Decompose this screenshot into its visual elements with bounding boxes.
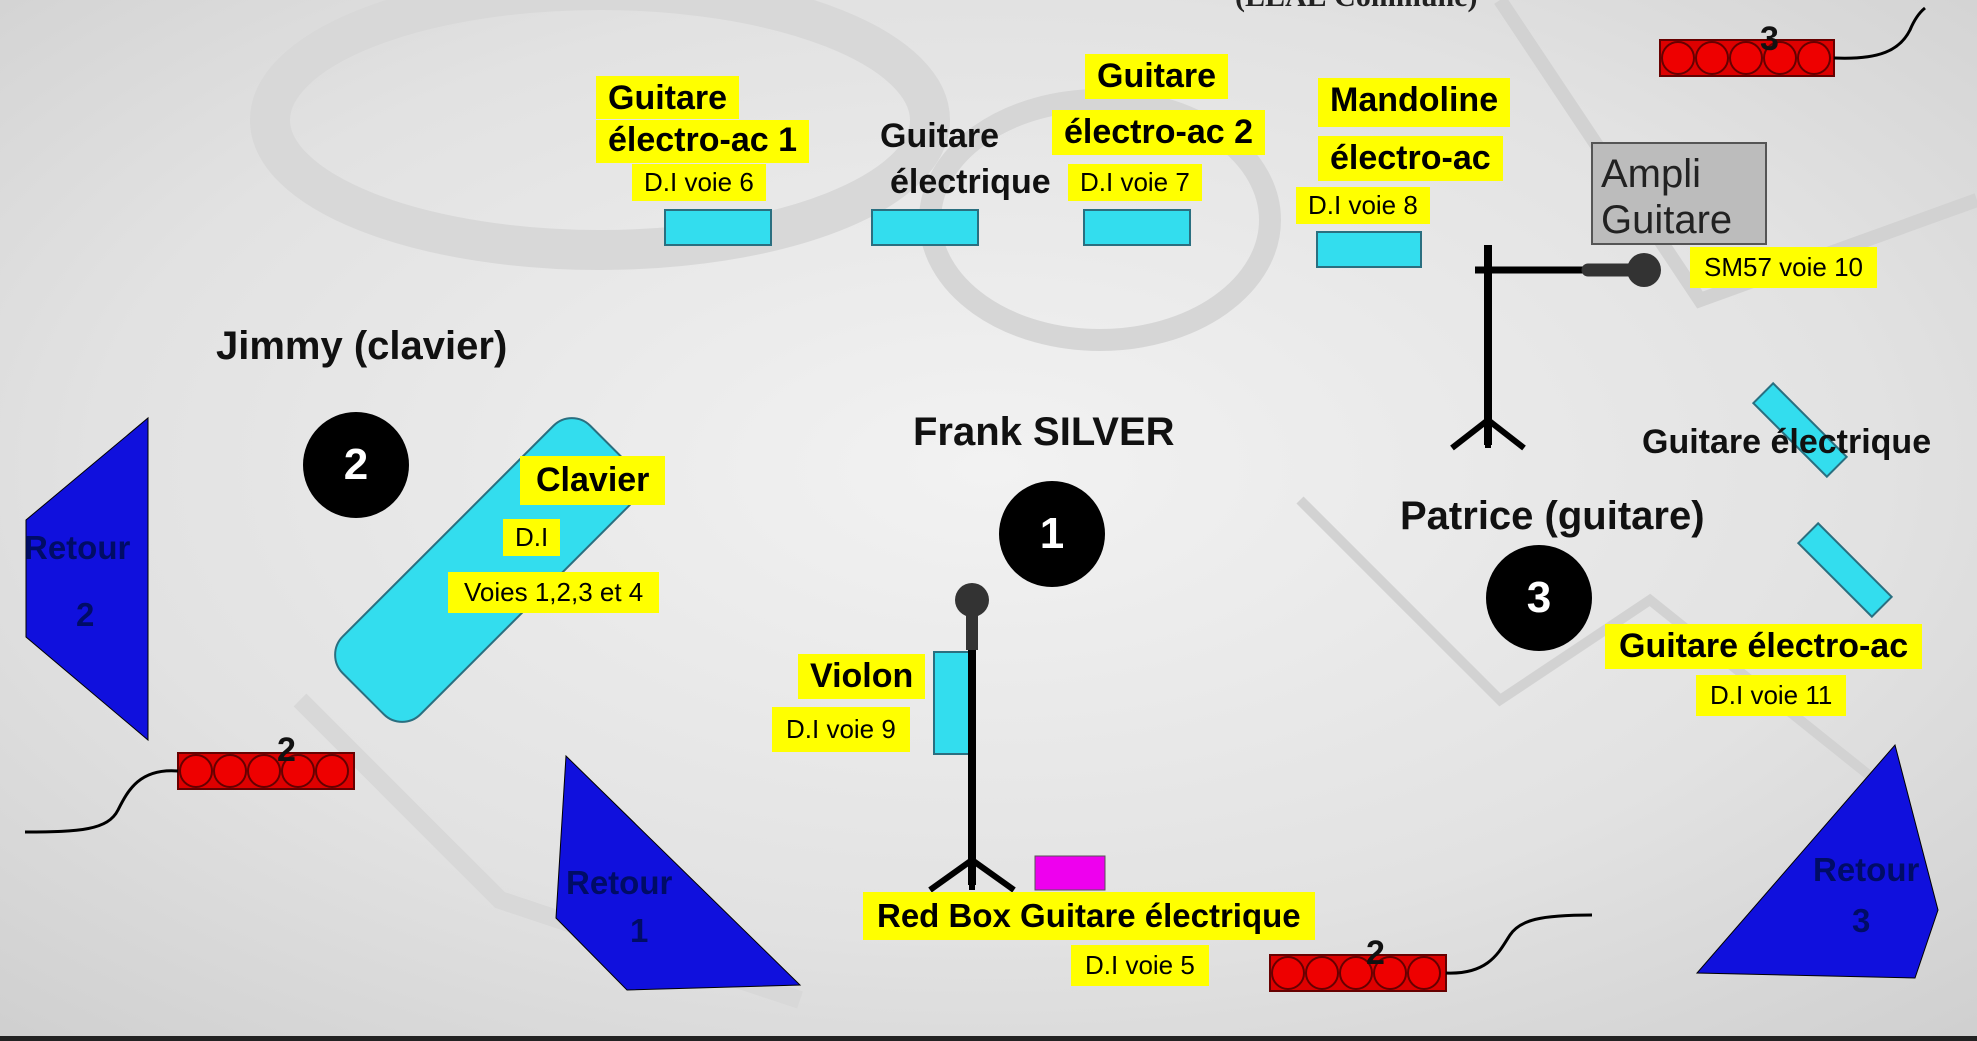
violon-di-label: D.I voie 9 [772, 707, 910, 752]
clavier-label: Clavier [520, 456, 666, 506]
snake-2-bottom-number: 2 [1366, 934, 1385, 972]
monitor-2-shape [25, 416, 149, 742]
clavier-di-label: D.I [503, 519, 561, 556]
mando-di-label: D.I voie 8 [1296, 187, 1430, 224]
ge-top-line2: électrique [890, 163, 1051, 201]
ga2-label-line2: électro-ac 2 [1052, 110, 1265, 156]
monitor-2-number: 2 [76, 596, 95, 633]
violon-label: Violon [798, 654, 926, 700]
header-fragment: (LLAE Commune) [1235, 0, 1478, 14]
musician-1-name: Frank SILVER [913, 410, 1175, 454]
di-box-ge-top [871, 209, 979, 246]
ge-top-line1: Guitare [880, 117, 1000, 155]
monitor-3-word: Retour [1813, 851, 1920, 888]
monitor-1-number: 1 [630, 912, 649, 949]
snake-2-bottom [1269, 913, 1593, 992]
monitor-2-word: Retour [24, 529, 131, 566]
monitor-1-shape [555, 754, 802, 991]
monitor-3-number: 3 [1852, 902, 1871, 939]
di-box-ga2 [1083, 209, 1191, 246]
monitor-1-word: Retour [566, 864, 673, 901]
ampli-box [1591, 142, 1767, 245]
musician-1-marker: 1 [999, 481, 1105, 587]
snake-3 [1659, 6, 1926, 77]
snake-2-left [24, 752, 355, 834]
mando-label-line2: électro-ac [1318, 136, 1503, 182]
ge-right-label: Guitare électrique [1642, 423, 1932, 461]
guitar-box-electrique [1751, 381, 1849, 479]
monitor-3-shape [1695, 743, 1939, 979]
snake-2-left-number: 2 [277, 731, 296, 769]
sm57-mic [1627, 253, 1661, 287]
di-box-ga1 [664, 209, 772, 246]
snake-3-number: 3 [1760, 20, 1779, 58]
ampli-line2: Guitare [1601, 198, 1733, 242]
musician-3-name: Patrice (guitare) [1400, 494, 1705, 538]
di-box-mando [1316, 231, 1422, 268]
mando-label-line1: Mandoline [1318, 78, 1511, 128]
ga1-label-line1: Guitare [596, 76, 740, 120]
musician-2-name: Jimmy (clavier) [216, 324, 508, 368]
clavier-voies-label: Voies 1,2,3 et 4 [448, 572, 660, 613]
redbox-label: Red Box Guitare électrique [863, 892, 1315, 941]
ga1-label-line2: électro-ac 1 [596, 120, 809, 164]
vocal-mic [955, 583, 989, 617]
bottom-border [0, 1036, 1977, 1041]
musician-3-marker: 3 [1486, 545, 1592, 651]
musician-2-marker: 2 [303, 412, 409, 518]
ga2-label-line1: Guitare [1085, 54, 1229, 100]
guitar-box-electro-ac [1796, 521, 1894, 619]
gea-right-di-label: D.I voie 11 [1696, 675, 1847, 716]
di-box-violon [933, 651, 971, 755]
gea-right-label: Guitare électro-ac [1605, 624, 1923, 670]
ampli-line1: Ampli [1601, 152, 1702, 196]
redbox-di-label: D.I voie 5 [1071, 945, 1209, 986]
redbox-shape [1034, 855, 1106, 891]
ga1-di-label: D.I voie 6 [632, 164, 766, 201]
sm57-label: SM57 voie 10 [1690, 247, 1877, 288]
ga2-di-label: D.I voie 7 [1068, 164, 1202, 201]
